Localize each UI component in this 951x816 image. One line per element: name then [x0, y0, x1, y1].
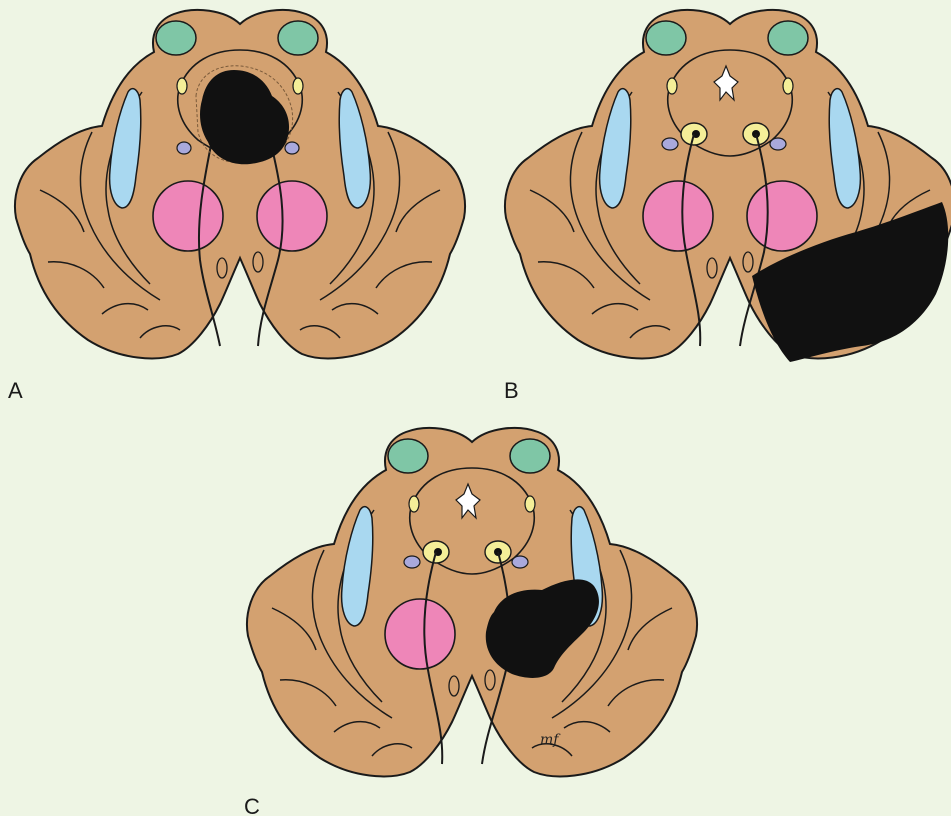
panel-a: A — [8, 10, 465, 403]
panel-b: B — [504, 10, 951, 403]
artist-signature: mf — [540, 732, 561, 748]
panel-b-label: B — [504, 378, 519, 403]
panel-c: mf C — [244, 428, 697, 816]
panel-a-label: A — [8, 378, 23, 403]
panel-c-label: C — [244, 794, 260, 816]
